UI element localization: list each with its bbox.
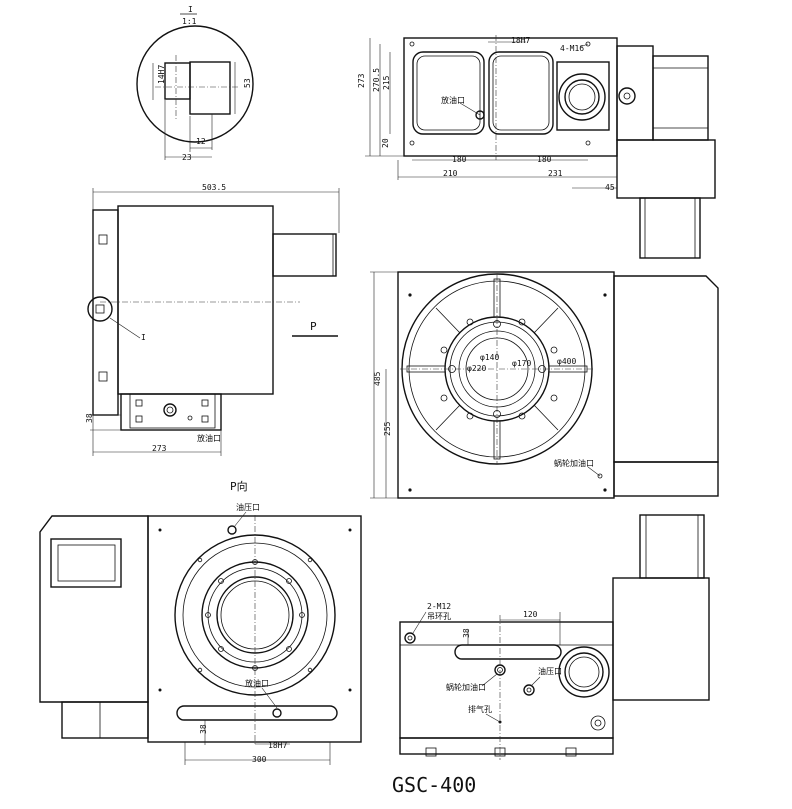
top-dim-18h7: 18H7 xyxy=(511,36,530,45)
bottom-dim-120: 120 xyxy=(523,610,538,619)
bottom-note-oil-pressure: 油压口 xyxy=(538,666,562,676)
front-dia-220: φ220 xyxy=(467,364,486,373)
top-dim-180-left: 180 xyxy=(452,155,467,164)
top-dim-20: 20 xyxy=(381,138,390,148)
bottom-view: 2-M12 吊环孔 蜗轮加油口 油压口 排气孔 120 38 xyxy=(399,514,710,760)
detail-dim-14h7: 14H7 xyxy=(157,65,166,84)
side-dim-273: 273 xyxy=(152,444,167,453)
detail-dim-53: 53 xyxy=(243,78,252,88)
side-view-body xyxy=(117,205,274,395)
detail-scale: 1:1 xyxy=(182,17,197,26)
top-dim-210: 210 xyxy=(443,169,458,178)
detail-circle xyxy=(136,25,254,143)
top-dim-273: 273 xyxy=(357,73,366,88)
p-note-oil-pressure: 油压口 xyxy=(236,502,260,512)
side-dim-503-5: 503.5 xyxy=(202,183,226,192)
front-dia-170: φ170 xyxy=(512,359,531,368)
top-dim-270-5: 270.5 xyxy=(372,68,381,92)
top-note-oil-drain: 放油口 xyxy=(441,95,465,105)
front-dia-140: φ140 xyxy=(480,353,499,362)
detail-label: I xyxy=(188,5,193,14)
p-view-body xyxy=(147,515,362,743)
drawing-title: GSC-400 xyxy=(392,773,476,797)
detail-dim-12: 12 xyxy=(196,137,206,146)
detail-view-i: I 1:1 14H7 53 12 23 xyxy=(136,5,254,162)
front-dim-255: 255 xyxy=(383,421,392,436)
side-note-oil-drain: 放油口 xyxy=(197,433,221,443)
bottom-dim-38: 38 xyxy=(462,628,471,638)
bottom-note-lift-holes-sub: 吊环孔 xyxy=(427,612,451,621)
front-note-grease-fill: 蜗轮加油口 xyxy=(554,458,594,468)
front-dim-485: 485 xyxy=(373,371,382,386)
side-view-ref: P xyxy=(310,320,317,333)
bottom-view-body xyxy=(399,621,614,739)
front-view: φ140 φ170 φ220 φ400 蜗轮加油口 485 255 xyxy=(370,271,719,499)
bottom-note-exhaust: 排气孔 xyxy=(468,704,492,714)
p-dim-300: 300 xyxy=(252,755,267,764)
top-dim-180-right: 180 xyxy=(537,155,552,164)
top-view: 18H7 4-M16 放油口 273 270.5 215 20 180 180 … xyxy=(357,35,716,259)
bottom-note-lift-holes: 2-M12 xyxy=(427,602,451,611)
front-dia-400: φ400 xyxy=(557,357,576,366)
p-view: P向 油压口 放油口 38 xyxy=(39,479,362,765)
top-dim-215: 215 xyxy=(382,75,391,90)
top-dim-231: 231 xyxy=(548,169,563,178)
p-note-oil-drain: 放油口 xyxy=(245,678,269,688)
p-dim-18h7: 18H7 xyxy=(268,741,287,750)
detail-dim-23: 23 xyxy=(182,153,192,162)
p-view-label: P向 xyxy=(230,479,248,493)
side-dim-38: 38 xyxy=(85,413,94,423)
side-detail-ref: I xyxy=(141,333,146,342)
side-view: 503.5 I P 放油口 38 273 xyxy=(85,183,340,456)
top-note-4m16: 4-M16 xyxy=(560,44,584,53)
bottom-note-grease-fill: 蜗轮加油口 xyxy=(446,682,486,692)
p-dim-38: 38 xyxy=(199,724,208,734)
top-dim-45: 45 xyxy=(605,183,615,192)
